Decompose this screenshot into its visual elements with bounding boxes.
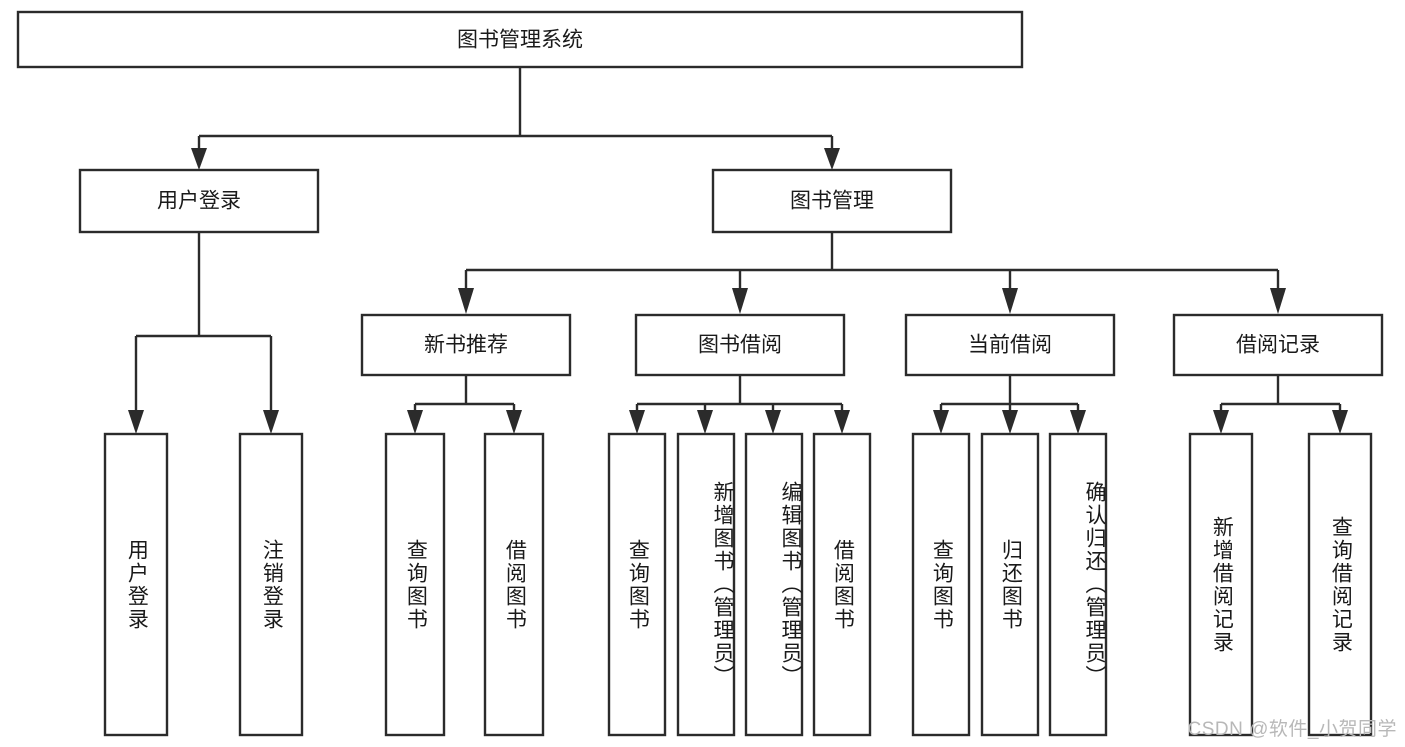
arrow-head-book-manage xyxy=(824,148,840,170)
arrow-head-current-borrow xyxy=(1002,288,1018,314)
node-borrow-record-rect[interactable] xyxy=(1172,313,1384,377)
arrow-head-bookborrow-leaf-2 xyxy=(697,410,713,434)
arrow-head-leaf-user-login xyxy=(128,410,144,434)
leaf-rect-currentborrow-return-book[interactable] xyxy=(980,432,1040,737)
connector-group xyxy=(128,67,1348,434)
node-current-borrow[interactable]: 当前借阅 xyxy=(904,313,1116,377)
arrow-head-newbook-leaf-1 xyxy=(407,410,423,434)
arrow-head-currentborrow-leaf-3 xyxy=(1070,410,1086,434)
node-book-manage[interactable]: 图书管理 xyxy=(711,168,953,234)
arrow-head-borrowrecord-leaf-2 xyxy=(1332,410,1348,434)
leaf-rect-bookborrow-add-book[interactable] xyxy=(676,432,736,737)
node-current-borrow-rect[interactable] xyxy=(904,313,1116,377)
leaf-rect-bookborrow-query-book[interactable] xyxy=(607,432,667,737)
node-new-book-recommend[interactable]: 新书推荐 xyxy=(360,313,572,377)
node-borrow-record-label: 借阅记录 xyxy=(1236,334,1320,357)
arrow-head-bookborrow-leaf-3 xyxy=(765,410,781,434)
arrow-head-currentborrow-leaf-1 xyxy=(933,410,949,434)
arrow-head-user-login xyxy=(191,148,207,170)
arrow-head-book-borrow xyxy=(732,288,748,314)
node-root-rect[interactable] xyxy=(16,10,1024,69)
node-user-login[interactable]: 用户登录 xyxy=(78,168,320,234)
node-root[interactable]: 图书管理系统 xyxy=(16,10,1024,69)
arrow-head-newbook-leaf-2 xyxy=(506,410,522,434)
node-new-book-recommend-rect[interactable] xyxy=(360,313,572,377)
node-new-book-recommend-label: 新书推荐 xyxy=(424,334,508,357)
node-current-borrow-label: 当前借阅 xyxy=(968,334,1052,357)
leaf-rect-bookborrow-edit-book[interactable] xyxy=(744,432,804,737)
leaf-rect-bookborrow-borrow-book[interactable] xyxy=(812,432,872,737)
node-book-borrow-rect[interactable] xyxy=(634,313,846,377)
leaf-rect-user-login[interactable] xyxy=(103,432,169,737)
leaf-rect-currentborrow-confirm-return[interactable] xyxy=(1048,432,1108,737)
node-user-login-rect[interactable] xyxy=(78,168,320,234)
node-root-label: 图书管理系统 xyxy=(457,29,583,52)
watermark-text: CSDN @软件_小贺同学 xyxy=(1187,719,1397,740)
leaf-rect-currentborrow-query-book[interactable] xyxy=(911,432,971,737)
arrow-head-borrow-record xyxy=(1270,288,1286,314)
node-user-login-label: 用户登录 xyxy=(157,190,241,213)
leaf-rect-newbook-query-book[interactable] xyxy=(384,432,446,737)
node-borrow-record[interactable]: 借阅记录 xyxy=(1172,313,1384,377)
arrow-head-bookborrow-leaf-1 xyxy=(629,410,645,434)
node-book-borrow-label: 图书借阅 xyxy=(698,334,782,357)
leaf-rect-borrowrecord-query-record[interactable] xyxy=(1307,432,1373,737)
arrow-head-bookborrow-leaf-4 xyxy=(834,410,850,434)
leaf-rect-borrowrecord-add-record[interactable] xyxy=(1188,432,1254,737)
node-book-manage-label: 图书管理 xyxy=(790,190,874,213)
arrow-head-currentborrow-leaf-2 xyxy=(1002,410,1018,434)
arrow-head-new-book xyxy=(458,288,474,314)
leaf-rect-newbook-borrow-book[interactable] xyxy=(483,432,545,737)
arrow-head-borrowrecord-leaf-1 xyxy=(1213,410,1229,434)
arrow-head-leaf-logout xyxy=(263,410,279,434)
node-book-borrow[interactable]: 图书借阅 xyxy=(634,313,846,377)
node-book-manage-rect[interactable] xyxy=(711,168,953,234)
leaf-rect-logout-login[interactable] xyxy=(238,432,304,737)
